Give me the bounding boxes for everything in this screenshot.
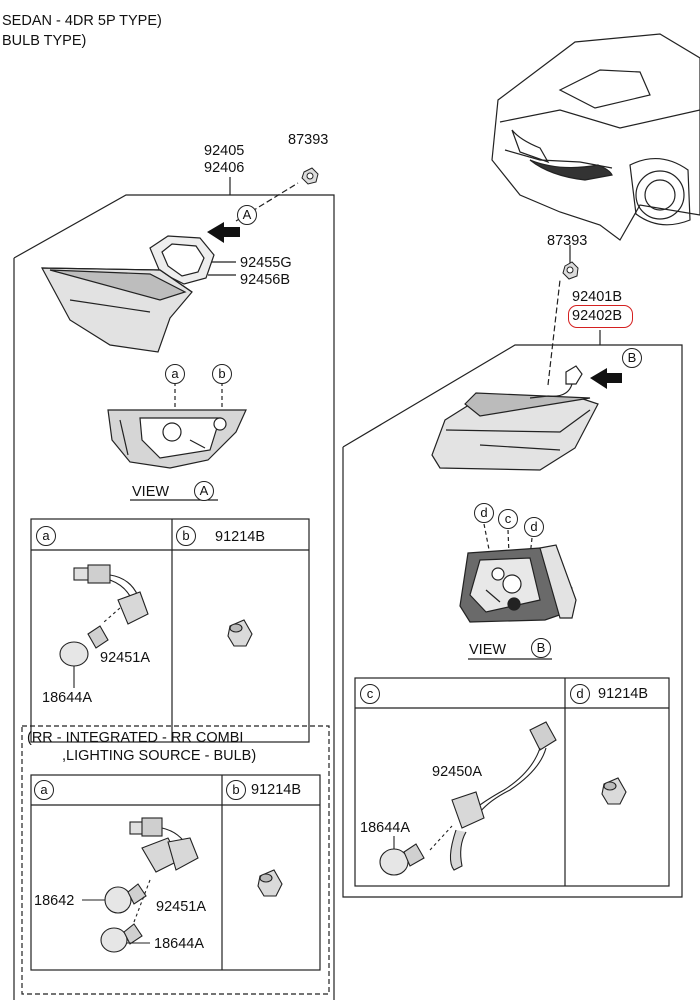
integrated-dashed-box [21,725,330,995]
table2-bulb-18642: 18642 [34,893,75,909]
right-group-outline [342,344,683,898]
table1-bulb-part: 18644A [42,690,92,706]
header-line-2: BULB TYPE) [2,33,87,49]
callout-a-view: a [165,364,185,384]
view-b-marker: B [531,638,551,658]
header-line-1: SEDAN - 4DR 5P TYPE) [2,13,162,29]
outer-lamp-illustration [431,365,599,471]
right-table-cell-d-marker: d [570,684,590,704]
right-table-socket-part: 92450A [432,764,482,780]
table2-cell-b-marker: b [226,780,246,800]
callout-c: c [498,509,518,529]
view-a-label: VIEW [132,484,170,500]
part-number-92401B: 92401B [572,289,622,305]
table1-cell-b-marker: b [176,526,196,546]
part-number-92405: 92405 [204,143,245,159]
callout-d-1: d [474,503,494,523]
arrow-b [590,368,622,389]
right-table-bulb-illustration [379,825,453,876]
table1-socket-part: 92451A [100,650,150,666]
callout-b-view: b [212,364,232,384]
right-table-socket-illustration [449,721,557,871]
table2-socket-illustration [129,817,199,873]
integrated-title-2: ,LIGHTING SOURCE - BULB) [62,748,257,764]
view-b-label: VIEW [469,642,507,658]
integrated-title-1: (RR - INTEGRATED - RR COMBI [27,730,244,746]
left-group-outline [13,194,335,1000]
gasket-illustration [149,235,215,285]
table1-socket-illustration [73,564,149,625]
callout-d-2: d [524,517,544,537]
part-number-92456B: 92456B [240,272,290,288]
right-table-bulb-part: 18644A [360,820,410,836]
marker-a-arrow: A [237,205,257,225]
highlight-92402B [568,305,633,328]
table1-cell-b-part: 91214B [215,529,265,545]
table2-cell-a-marker: a [34,780,54,800]
right-table-cap-illustration [601,777,627,805]
car-rear-illustration [491,33,700,241]
view-b-illustration [459,544,577,623]
table1-cap-illustration [227,619,253,647]
part-number-92402B: 92402B [572,308,622,324]
left-table-1 [30,518,310,743]
arrow-a [207,222,240,243]
table2-bulb-18644A: 18644A [154,936,204,952]
left-table-2 [30,774,321,971]
part-number-92406: 92406 [204,160,245,176]
right-table-cell-d-part: 91214B [598,686,648,702]
table1-cell-a-marker: a [36,526,56,546]
right-table-cell-c-marker: c [360,684,380,704]
table1-bulb-illustration [59,625,109,688]
table2-cell-b-part: 91214B [251,782,301,798]
table2-bulbs-illustration [82,879,151,953]
part-number-92455G: 92455G [240,255,292,271]
table2-socket-part: 92451A [156,899,206,915]
table2-cap-illustration [257,869,283,897]
view-a-illustration [107,409,247,469]
inner-lamp-illustration [40,267,193,353]
part-number-87393-left: 87393 [288,132,329,148]
marker-b-arrow: B [622,348,642,368]
part-number-87393-right: 87393 [547,233,588,249]
view-a-marker: A [194,481,214,501]
right-table [354,677,670,887]
